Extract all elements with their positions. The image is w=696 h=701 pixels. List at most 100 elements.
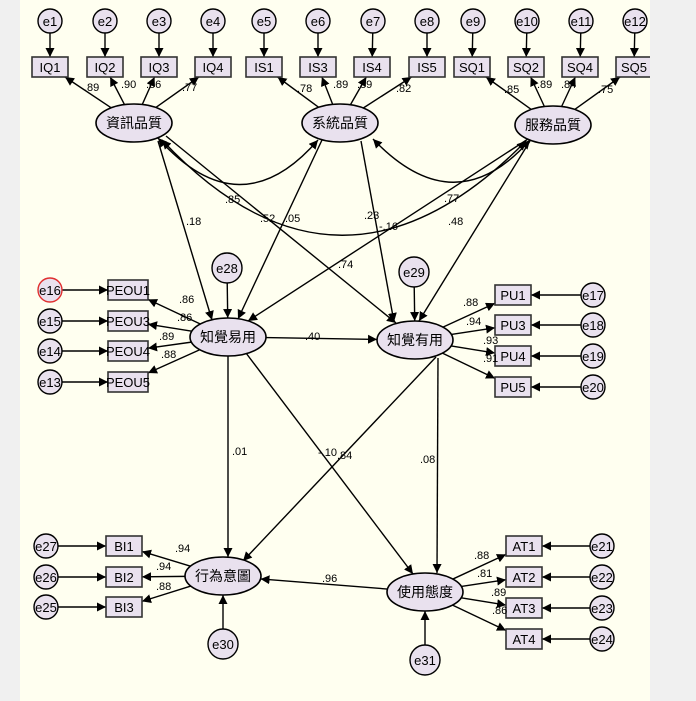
error-e12[interactable]: e12 [622, 8, 648, 34]
error-e22[interactable]: e22 [589, 564, 615, 590]
error-e21[interactable]: e21 [589, 533, 615, 559]
indicator-at1[interactable]: AT1 [505, 535, 543, 557]
indicator-at4[interactable]: AT4 [505, 628, 543, 650]
indicator-peou5[interactable]: PEOU5 [106, 371, 150, 393]
error-circle [580, 343, 606, 369]
indicator-pu4[interactable]: PU4 [494, 345, 532, 367]
loading-value: .91 [483, 353, 498, 365]
indicator-at3[interactable]: AT3 [505, 597, 543, 619]
indicator-box [453, 56, 491, 78]
indicator-label: PU4 [500, 349, 525, 364]
error-e17[interactable]: e17 [580, 282, 606, 308]
indicator-sq5[interactable]: SQ5 [615, 56, 650, 78]
latent-is[interactable]: 系統品質 [301, 103, 379, 143]
error-e24[interactable]: e24 [589, 626, 615, 652]
latent-ellipse [514, 105, 592, 145]
indicator-peou1[interactable]: PEOU1 [106, 279, 150, 301]
error-label: e6 [311, 14, 325, 29]
error-circle [360, 8, 386, 34]
indicator-pu3[interactable]: PU3 [494, 314, 532, 336]
indicator-peou4[interactable]: PEOU4 [106, 340, 150, 362]
indicator-label: PU3 [500, 318, 525, 333]
latent-sq[interactable]: 服務品質 [514, 105, 592, 145]
error-e5[interactable]: e5 [251, 8, 277, 34]
loading-arrow [452, 604, 507, 632]
loading-arrow [451, 345, 496, 357]
path-sq-to-peou [247, 138, 529, 322]
error-e9[interactable]: e9 [460, 8, 486, 34]
error-circle [514, 8, 540, 34]
path-coefficient: .23 [364, 210, 379, 222]
error-circle [414, 8, 440, 34]
error-e16[interactable]: e16 [37, 277, 63, 303]
error-e11[interactable]: e11 [568, 8, 594, 34]
error-label: e27 [35, 539, 57, 554]
error-e2[interactable]: e2 [92, 8, 118, 34]
error-e15[interactable]: e15 [37, 308, 63, 334]
path-coefficient: .74 [338, 259, 353, 271]
error-e6[interactable]: e6 [305, 8, 331, 34]
error-e7[interactable]: e7 [360, 8, 386, 34]
error-e18[interactable]: e18 [580, 312, 606, 338]
indicator-bi1[interactable]: BI1 [105, 535, 143, 557]
latent-peou[interactable]: 知覺易用 [189, 317, 267, 357]
error-e19[interactable]: e19 [580, 343, 606, 369]
error-e23[interactable]: e23 [589, 595, 615, 621]
error-label: e10 [516, 14, 538, 29]
disturbance-e29[interactable]: e29 [398, 256, 430, 288]
error-e8[interactable]: e8 [414, 8, 440, 34]
path-is-to-peou [237, 139, 323, 320]
indicator-pu1[interactable]: PU1 [494, 284, 532, 306]
indicator-is5[interactable]: IS5 [408, 56, 446, 78]
indicator-box [507, 56, 545, 78]
indicator-pu5[interactable]: PU5 [494, 376, 532, 398]
indicator-sq1[interactable]: SQ1 [453, 56, 491, 78]
error-label: e16 [39, 283, 61, 298]
indicator-iq4[interactable]: IQ4 [194, 56, 232, 78]
indicator-label: PEOU1 [106, 283, 150, 298]
indicator-bi2[interactable]: BI2 [105, 566, 143, 588]
disturbance-e28[interactable]: e28 [211, 252, 243, 284]
error-e3[interactable]: e3 [146, 8, 172, 34]
latent-pu[interactable]: 知覺有用 [376, 320, 454, 360]
indicator-is3[interactable]: IS3 [299, 56, 337, 78]
path-coefficient: .84 [337, 450, 352, 462]
error-e4[interactable]: e4 [200, 8, 226, 34]
loading-value: .89 [357, 79, 372, 91]
disturbance-e30[interactable]: e30 [207, 628, 239, 660]
indicator-sq4[interactable]: SQ4 [561, 56, 599, 78]
loading-arrow [277, 76, 320, 108]
indicator-at2[interactable]: AT2 [505, 566, 543, 588]
indicator-iq2[interactable]: IQ2 [86, 56, 124, 78]
indicator-is1[interactable]: IS1 [245, 56, 283, 78]
disturbance-e31[interactable]: e31 [409, 644, 441, 676]
error-e26[interactable]: e26 [33, 564, 59, 590]
indicator-box [107, 279, 149, 301]
error-e25[interactable]: e25 [33, 594, 59, 620]
loading-arrow [442, 302, 496, 328]
error-circle [460, 8, 486, 34]
error-e13[interactable]: e13 [37, 369, 63, 395]
error-e1[interactable]: e1 [37, 8, 63, 34]
latent-bi[interactable]: 行為意圖 [184, 556, 262, 596]
error-e14[interactable]: e14 [37, 338, 63, 364]
indicator-iq3[interactable]: IQ3 [140, 56, 178, 78]
loading-value: .88 [474, 550, 489, 562]
latent-at[interactable]: 使用態度 [386, 572, 464, 612]
path-coefficient: .01 [232, 446, 247, 458]
indicator-is4[interactable]: IS4 [353, 56, 391, 78]
disturbance-label: e28 [216, 261, 238, 276]
disturbance-arrow [410, 286, 420, 322]
indicator-iq1[interactable]: IQ1 [31, 56, 69, 78]
indicator-sq2[interactable]: SQ2 [507, 56, 545, 78]
indicator-peou3[interactable]: PEOU3 [106, 310, 150, 332]
error-e27[interactable]: e27 [33, 533, 59, 559]
path-sq-to-pu [418, 140, 531, 322]
error-e20[interactable]: e20 [580, 374, 606, 400]
latent-iq[interactable]: 資訊品質 [95, 103, 173, 143]
loading-arrow [452, 553, 507, 580]
loading-value: .82 [396, 83, 411, 95]
error-e10[interactable]: e10 [514, 8, 540, 34]
indicator-bi3[interactable]: BI3 [105, 596, 143, 618]
